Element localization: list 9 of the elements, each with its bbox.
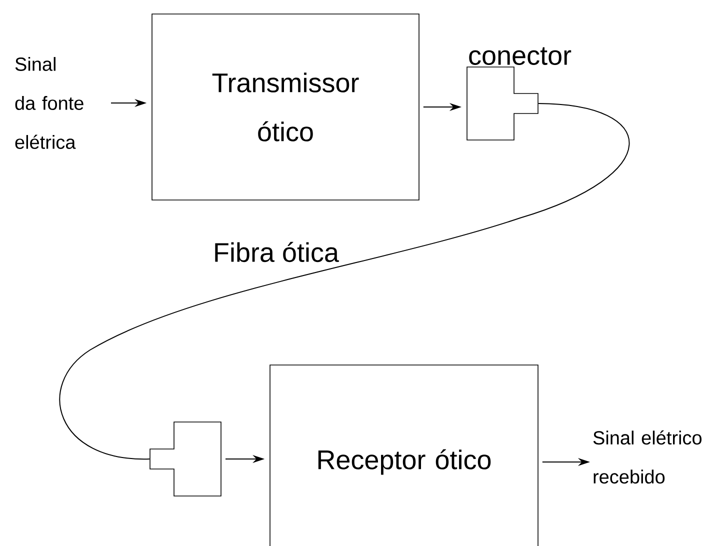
signal-text: Sinal elétrico recebido [593,430,702,484]
optical-fiber [59,103,630,460]
connector-drawing [466,66,538,140]
connector-drawing [150,422,222,496]
signal-text: Sinal da fonte elétrica [15,57,84,149]
process-box: Transmissor ótico [152,14,420,200]
process-box: Receptor ótico [270,364,538,546]
connector-label: conector [469,47,572,65]
edge-label: Fibra ótica [210,240,342,264]
